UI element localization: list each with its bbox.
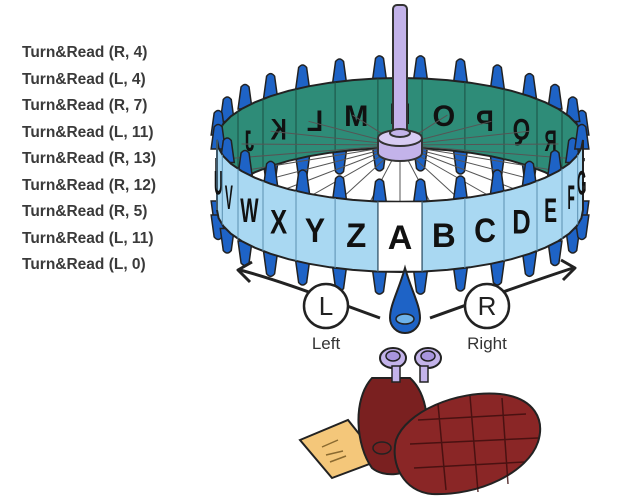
- front-letter: D: [512, 204, 530, 241]
- back-letter: O: [432, 99, 455, 132]
- back-letter: J: [245, 125, 255, 158]
- right-button[interactable]: R: [463, 282, 511, 330]
- right-label: Right: [467, 334, 507, 353]
- wheel-hub: [377, 4, 423, 162]
- front-letter: Z: [346, 218, 366, 256]
- left-button-symbol: L: [319, 291, 333, 321]
- wheel-tooth: [521, 251, 538, 278]
- instruction-list: Turn&Read (R, 4) Turn&Read (L, 4) Turn&R…: [22, 40, 156, 279]
- direction-controls: L Left R Right: [236, 258, 577, 353]
- wheel-tooth: [489, 259, 506, 286]
- back-letter: Q: [513, 112, 531, 146]
- left-label: Left: [312, 334, 341, 353]
- wheel-tooth: [489, 64, 506, 91]
- spoke: [241, 143, 401, 146]
- wheel-tooth: [573, 123, 590, 150]
- axle-collar: [389, 128, 411, 138]
- wheel-tooth: [412, 55, 429, 82]
- instruction-item-8: Turn&Read (L, 11): [22, 229, 154, 247]
- right-button-symbol: R: [478, 291, 497, 321]
- spoke: [399, 143, 559, 146]
- spoke: [223, 144, 401, 160]
- beaver-paw: [372, 441, 392, 455]
- back-letter: K: [270, 112, 286, 146]
- axle-rod: [392, 4, 408, 134]
- front-letter: X: [270, 204, 287, 241]
- instruction-item-4: Turn&Read (L, 11): [22, 123, 154, 141]
- back-letter: L: [307, 105, 323, 139]
- wheel-tooth: [412, 268, 429, 295]
- wheel-tooth: [547, 240, 563, 267]
- wheel-tooth: [371, 178, 388, 205]
- wheel-tooth: [452, 175, 469, 202]
- wheel-tooth: [331, 175, 348, 202]
- wheel-tooth: [262, 251, 279, 278]
- wheel-tooth: [412, 178, 429, 205]
- front-letter: B: [432, 218, 456, 256]
- instruction-item-7: Turn&Read (R, 5): [22, 203, 148, 220]
- wheel-tooth: [371, 268, 388, 295]
- front-letter: F: [567, 180, 574, 217]
- wheel-tooth: [489, 169, 506, 196]
- back-letter: M: [344, 99, 368, 132]
- instruction-item-3: Turn&Read (R, 7): [22, 97, 148, 114]
- wheel-tooth: [210, 123, 227, 150]
- back-letter: P: [476, 105, 494, 139]
- wheel-tooth: [237, 149, 253, 176]
- wheel-tooth: [371, 55, 388, 82]
- front-letter: C: [474, 211, 496, 249]
- wheel-tooth: [452, 265, 469, 292]
- left-button[interactable]: L: [302, 282, 350, 330]
- front-letter: Y: [305, 211, 325, 249]
- instruction-item-5: Turn&Read (R, 13): [22, 150, 157, 167]
- beaver-icon: [298, 347, 542, 496]
- front-letter: W: [240, 191, 259, 229]
- wheel-tooth: [262, 72, 279, 99]
- front-letter: E: [544, 191, 557, 229]
- instruction-item-2: Turn&Read (L, 4): [22, 70, 146, 88]
- back-letter: R: [544, 125, 557, 158]
- instruction-item-1: Turn&Read (R, 4): [22, 44, 148, 61]
- front-letter: U: [214, 165, 223, 202]
- wheel-tooth: [331, 58, 348, 85]
- wheel-tooth: [547, 149, 563, 176]
- front-letter: V: [225, 180, 233, 217]
- wheel-tooth: [294, 259, 311, 286]
- wheel-tooth: [262, 160, 279, 187]
- wheel-tooth: [521, 72, 538, 99]
- instruction-item-6: Turn&Read (R, 12): [22, 176, 157, 194]
- highlighted-letter: A: [388, 219, 413, 257]
- beaver-ears-icon: [379, 347, 442, 383]
- wheel-tooth: [521, 160, 538, 187]
- wheel-tooth: [452, 58, 469, 85]
- wheel-tooth: [294, 169, 311, 196]
- front-letter: G: [577, 165, 586, 202]
- instruction-item-9: Turn&Read (L, 0): [22, 256, 146, 273]
- spoke: [399, 144, 577, 160]
- wheel-tooth: [547, 83, 563, 110]
- wheel-tooth: [294, 64, 311, 91]
- wheel-tooth: [237, 83, 253, 110]
